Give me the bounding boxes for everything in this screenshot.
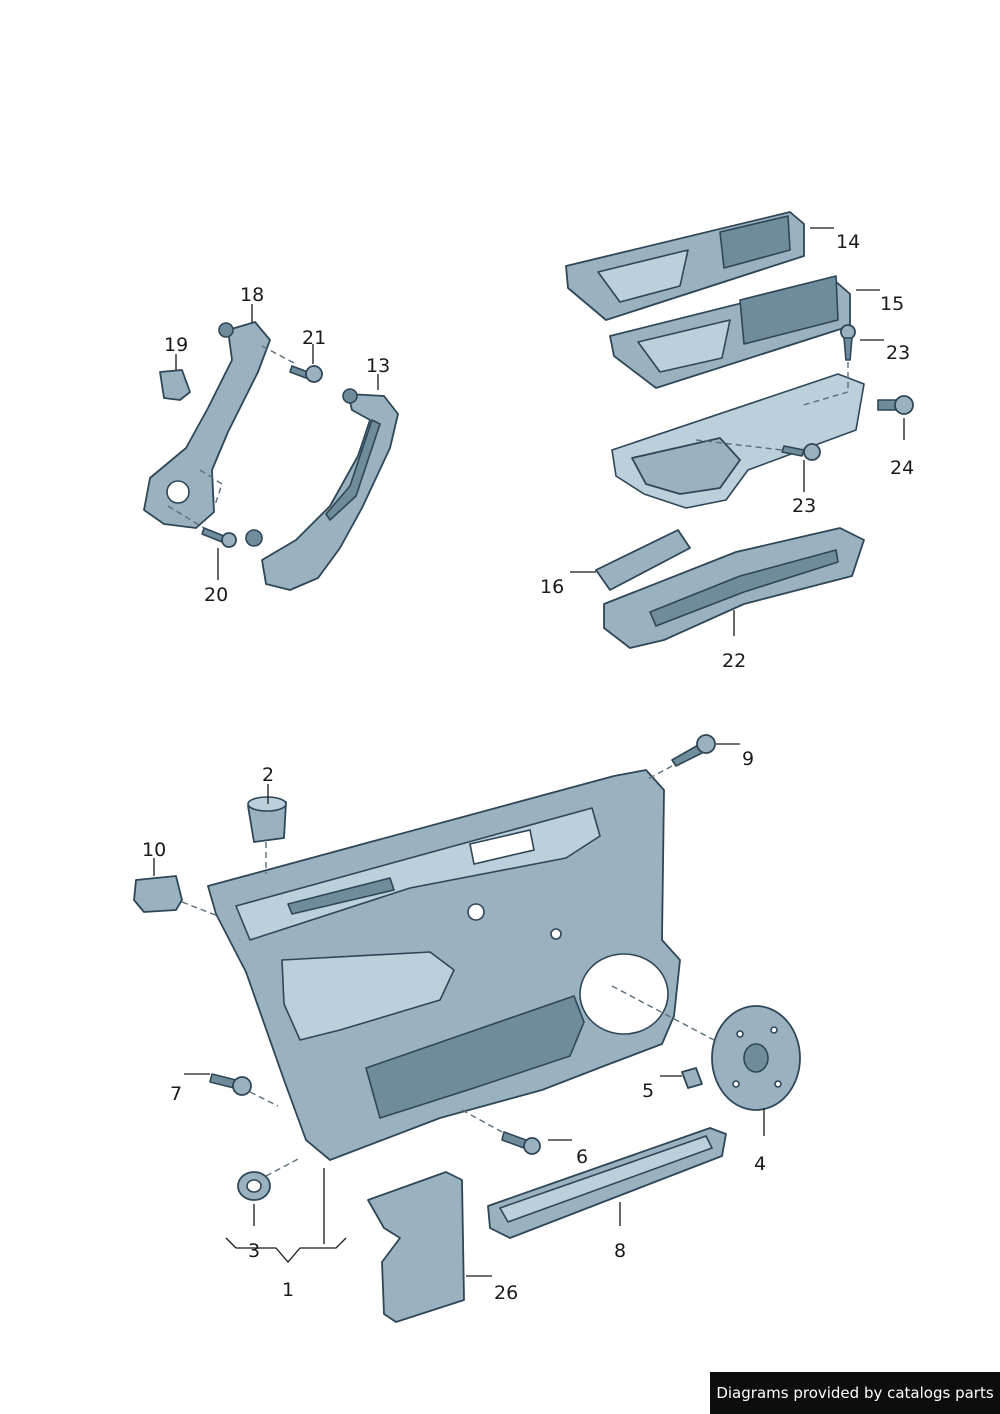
dash-20	[167, 505, 205, 529]
screw-23-bottom	[781, 443, 821, 461]
label-8: 8	[614, 1240, 626, 1262]
grip-peg-top	[342, 388, 358, 404]
insulation-26	[367, 1171, 465, 1323]
dash-3	[265, 1157, 301, 1177]
switch-panel-14-pocket	[597, 249, 689, 303]
label-22: 22	[722, 650, 746, 672]
switch-group	[565, 211, 914, 649]
panel-hole-a	[467, 903, 485, 921]
label-5: 5	[642, 1080, 654, 1102]
dash-23-bottom	[695, 439, 783, 451]
panel-lower-pocket	[365, 995, 585, 1119]
switch-panel-15-buttons	[739, 275, 839, 345]
grip-slot	[325, 419, 381, 521]
bracket-hole	[166, 480, 190, 504]
label-23-top: 23	[886, 342, 910, 364]
label-6: 6	[576, 1146, 588, 1168]
dash-18-21	[261, 345, 297, 365]
label-26: 26	[494, 1282, 518, 1304]
label-10: 10	[142, 839, 166, 861]
label-14: 14	[836, 231, 860, 253]
bolt-24	[877, 395, 914, 415]
bracket-peg	[218, 322, 234, 338]
panel-speaker-opening	[579, 953, 669, 1035]
label-3: 3	[248, 1240, 260, 1262]
trim-strip-16	[595, 529, 691, 591]
label-19: 19	[164, 334, 188, 356]
switch-housing-22-ribs	[649, 549, 839, 627]
clip-7	[209, 1073, 252, 1096]
label-18: 18	[240, 284, 264, 306]
label-2: 2	[262, 764, 274, 786]
handle-bracket-18	[143, 321, 271, 529]
screw-23-top	[840, 324, 856, 361]
dash-9	[645, 765, 673, 781]
panel-grip-slot	[287, 877, 395, 915]
clip-5	[681, 1067, 703, 1089]
screw-21	[289, 365, 323, 383]
speaker-4	[711, 1005, 801, 1111]
armrest-tray-inner	[631, 437, 741, 495]
leader-lines	[153, 227, 905, 1277]
label-1: 1	[282, 1279, 294, 1301]
label-7: 7	[170, 1083, 182, 1105]
label-4: 4	[754, 1153, 766, 1175]
part-labels: 18 19 21 13 20 14 15 23 24 23 16 22 2 10…	[142, 231, 914, 1304]
dash-bracket	[199, 469, 223, 509]
panel-armrest-recess	[281, 951, 455, 1041]
cap-10	[133, 875, 183, 913]
clip-19	[159, 369, 191, 401]
switch-panel-15-pocket	[637, 319, 731, 373]
pocket-bin-8-inner	[499, 1135, 713, 1223]
label-13: 13	[366, 355, 390, 377]
clip-2	[247, 796, 287, 843]
label-16: 16	[540, 576, 564, 598]
grip-peg-bottom	[245, 529, 263, 547]
label-23-bottom: 23	[792, 495, 816, 517]
screw-6	[501, 1131, 541, 1155]
handle-group	[143, 321, 399, 591]
dash-6	[461, 1109, 503, 1133]
dash-7	[249, 1091, 279, 1107]
screw-20	[201, 527, 237, 548]
panel-handle-opening	[469, 829, 535, 865]
label-15: 15	[880, 293, 904, 315]
footer-credit: Diagrams provided by catalogs parts	[710, 1372, 1000, 1414]
screw-9	[671, 734, 716, 767]
dash-23-top	[799, 362, 849, 407]
switch-panel-14-buttons	[719, 215, 791, 269]
grommet-3	[237, 1171, 271, 1201]
dash-10	[181, 901, 219, 917]
label-24: 24	[890, 457, 914, 479]
label-20: 20	[204, 584, 228, 606]
label-21: 21	[302, 327, 326, 349]
label-9: 9	[742, 748, 754, 770]
panel-hole-b	[550, 928, 562, 940]
door-panel-group	[133, 734, 801, 1323]
armrest-tray	[611, 373, 865, 509]
